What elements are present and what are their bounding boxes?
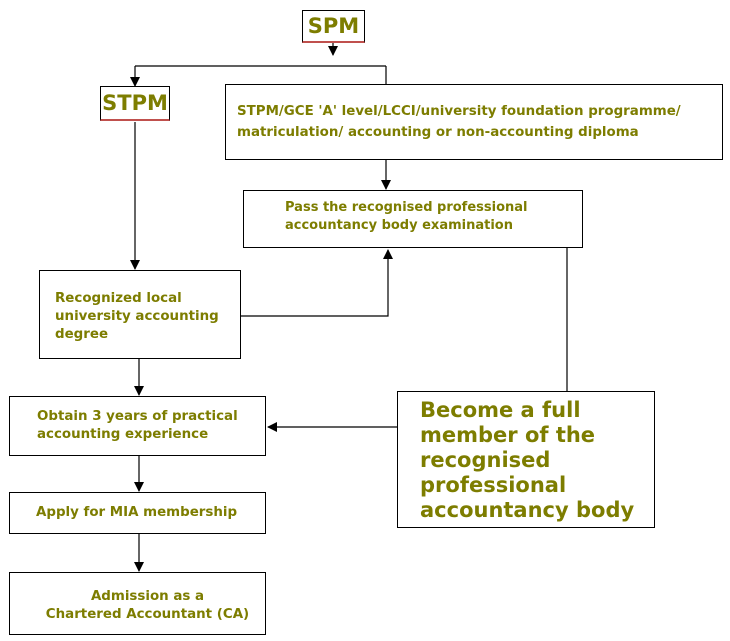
local-degree-label: Recognized local university accounting d… xyxy=(55,291,219,342)
spm-label: SPM xyxy=(307,14,360,38)
full-member-box: Become a full member of the recognised p… xyxy=(397,391,655,528)
arrow-degree-to-pass xyxy=(241,249,393,317)
pass-exam-box: Pass the recognised professional account… xyxy=(243,190,583,248)
alternative-qualifications-label: STPM/GCE 'A' level/LCCI/university found… xyxy=(237,104,681,140)
stpm-label: STPM xyxy=(102,91,168,115)
chartered-accountant-label: Admission as a Chartered Accountant (CA) xyxy=(45,589,250,622)
stpm-box: STPM xyxy=(100,86,170,121)
full-member-label: Become a full member of the recognised p… xyxy=(420,398,635,522)
spm-box: SPM xyxy=(302,10,365,43)
pass-exam-label: Pass the recognised professional account… xyxy=(285,200,528,233)
local-degree-box: Recognized local university accounting d… xyxy=(39,270,241,359)
experience-box: Obtain 3 years of practical accounting e… xyxy=(9,396,266,456)
mia-membership-box: Apply for MIA membership xyxy=(9,492,266,534)
alternative-qualifications-box: STPM/GCE 'A' level/LCCI/university found… xyxy=(225,84,723,160)
experience-label: Obtain 3 years of practical accounting e… xyxy=(37,409,238,442)
mia-membership-label: Apply for MIA membership xyxy=(36,505,238,520)
chartered-accountant-box: Admission as a Chartered Accountant (CA) xyxy=(9,572,266,635)
